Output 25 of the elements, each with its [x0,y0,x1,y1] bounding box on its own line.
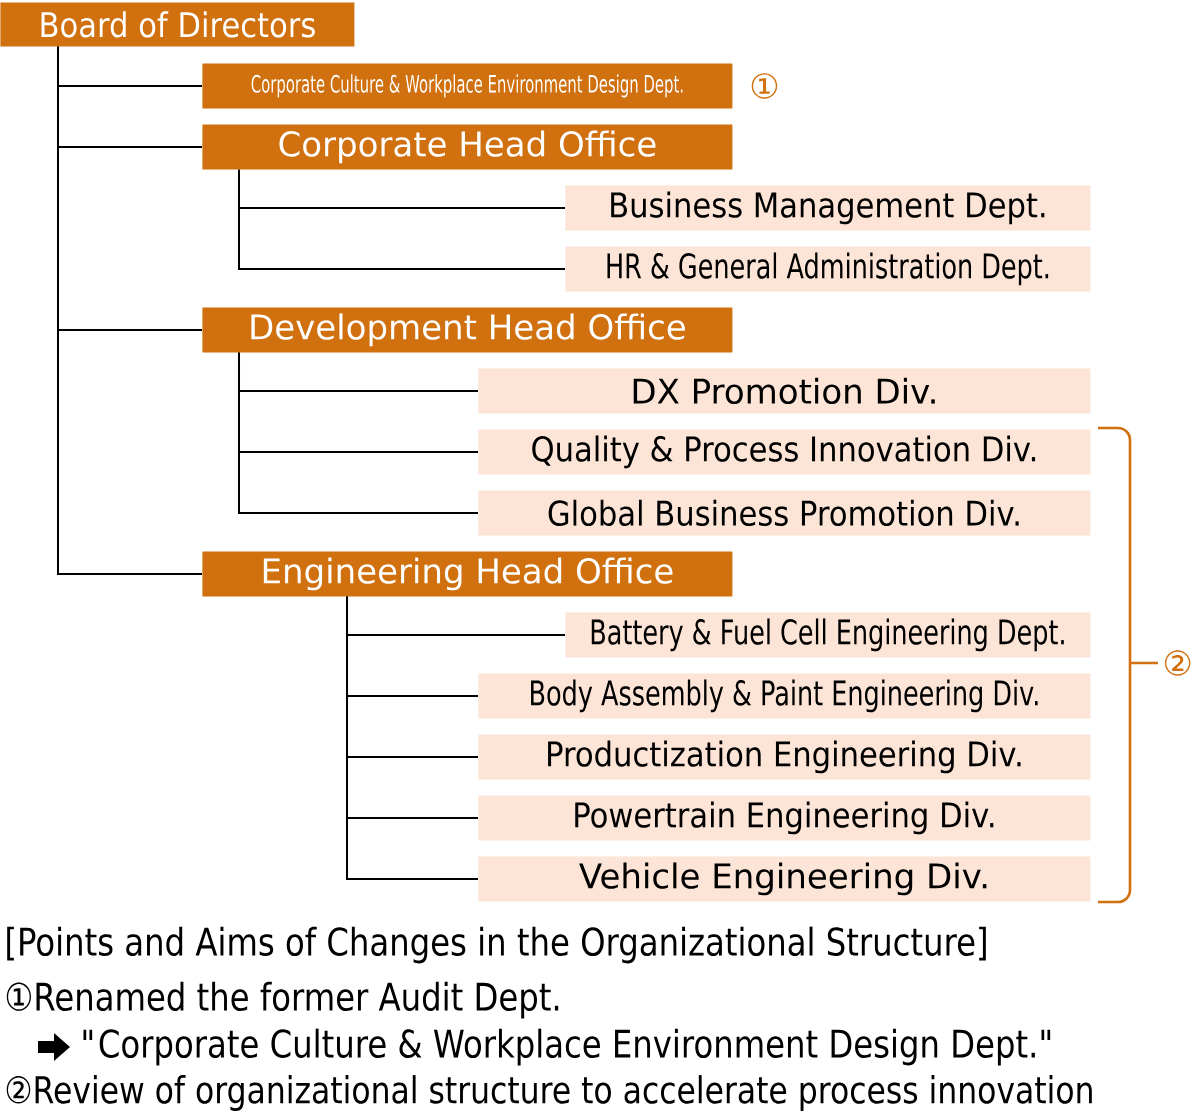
callout-number: ② [1164,650,1191,676]
department-box: Vehicle Engineering Div. [478,856,1091,902]
department-box: Productization Engineering Div. [478,734,1091,780]
department-box: Powertrain Engineering Div. [478,795,1091,841]
note-text: ①Renamed the former Audit Dept. [6,981,559,1019]
department-box: Body Assembly & Paint Engineering Div. [478,673,1091,719]
office-box: Board of Directors [0,2,355,47]
office-box: Corporate Culture & Workplace Environment Design Dept. [202,63,733,109]
department-box: HR & General Administration Dept. [565,246,1091,292]
department-box: Quality & Process Innovation Div. [478,429,1091,475]
note-text: ②Review of organizational structure to accelerate process innovation [6,1075,1092,1111]
department-box: Global Business Promotion Div. [478,490,1091,536]
connector-line [238,168,566,270]
department-box: DX Promotion Div. [478,368,1091,414]
connector-line [346,595,479,880]
note-text: [Points and Aims of Changes in the Organizational Structure] [7,926,986,964]
office-box: Corporate Head Office [202,124,733,170]
department-box: Business Management Dept. [565,185,1091,231]
department-box: Battery & Fuel Cell Engineering Dept. [565,612,1091,658]
office-box: Engineering Head Office [202,551,733,597]
callout-number: ① [751,73,778,99]
connector-line [57,45,203,575]
note-text: "Corporate Culture & Workplace Environment Design Dept." [83,1028,1051,1066]
connector-line [238,351,479,514]
office-box: Development Head Office [202,307,733,353]
